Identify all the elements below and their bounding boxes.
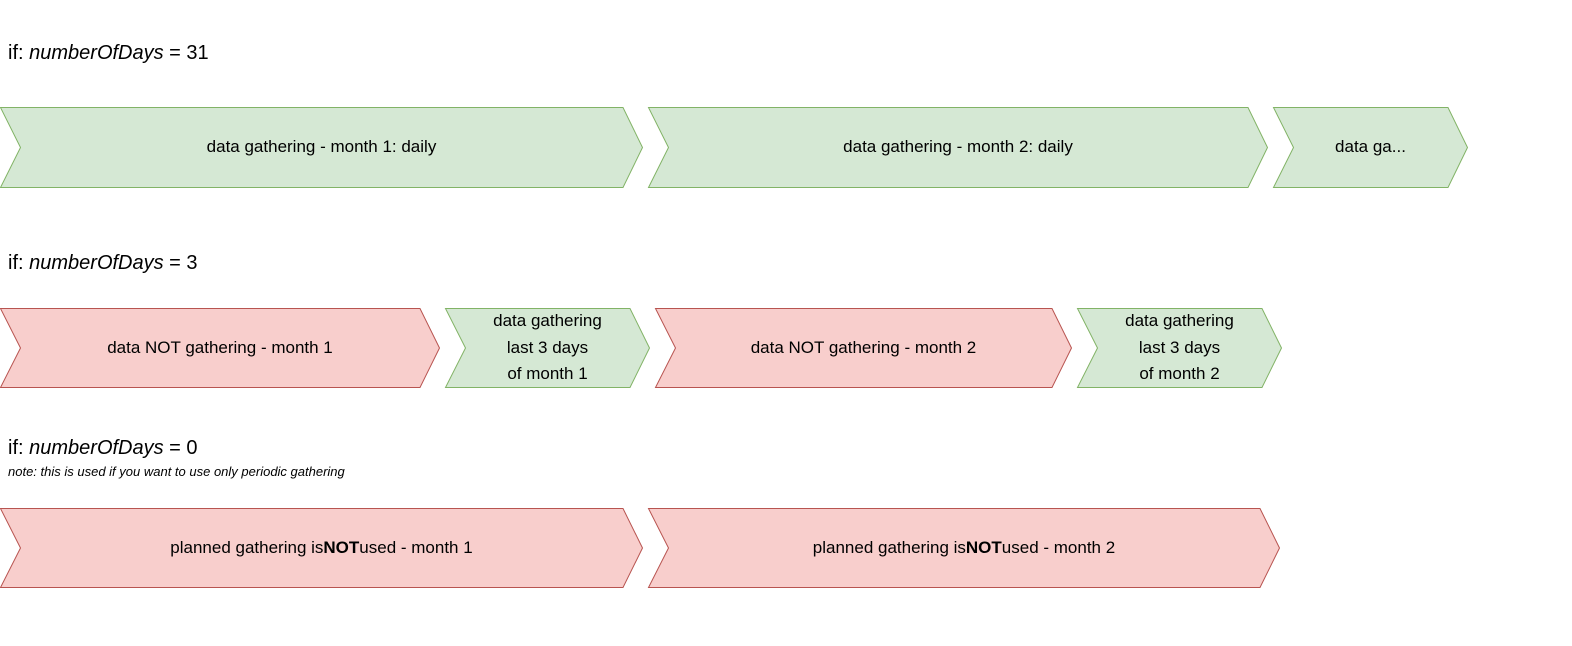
condition-prefix: if: xyxy=(8,437,30,459)
step-arrow-planned-not-used-month1: planned gathering is NOT used - month 1 xyxy=(0,508,644,588)
arrow-label: data gathering - month 1: daily xyxy=(206,137,437,157)
condition-suffix: = 0 xyxy=(163,437,198,459)
arrow-label: planned gathering is NOT used - month 2 xyxy=(648,508,1280,588)
arrow-label-prefix: planned gathering is xyxy=(170,537,324,557)
condition-suffix: = 31 xyxy=(163,42,209,64)
arrow-label: data gathering last 3 days of month 1 xyxy=(493,311,602,384)
condition-label-1: if: numberOfDays = 31 xyxy=(8,41,209,65)
arrow-label-prefix: planned gathering is xyxy=(812,537,966,557)
arrow-label: data gathering - month 2: daily xyxy=(843,137,1073,157)
condition-prefix: if: xyxy=(8,42,30,64)
step-arrow-shape xyxy=(647,508,1281,588)
arrow-label: data ga... xyxy=(1335,137,1406,157)
step-arrow-shape xyxy=(0,508,644,588)
step-arrow-gathering-month1-daily: data gathering - month 1: daily xyxy=(0,107,644,188)
step-arrow-shape xyxy=(654,308,1073,388)
step-arrow-shape xyxy=(0,308,441,388)
arrow-label: data NOT gathering - month 2 xyxy=(750,337,977,357)
arrow-label: planned gathering is NOT used - month 1 xyxy=(0,508,643,588)
condition-suffix: = 3 xyxy=(163,252,198,274)
step-arrow-shape xyxy=(0,107,644,188)
condition-variable: numberOfDays xyxy=(29,42,164,64)
arrow-label: data NOT gathering - month 1 xyxy=(107,337,333,357)
arrow-label-suffix: used - month 1 xyxy=(359,537,473,557)
step-arrow-planned-not-used-month2: planned gathering is NOT used - month 2 xyxy=(647,508,1281,588)
step-arrow-gathering-month2-daily: data gathering - month 2: daily xyxy=(647,107,1269,188)
condition-variable: numberOfDays xyxy=(29,252,164,274)
step-arrow-gathering-month3-truncated: data ga... xyxy=(1272,107,1469,188)
step-arrow-shape xyxy=(1272,107,1469,188)
arrow-label-bold: NOT xyxy=(323,537,360,557)
condition-label-2: if: numberOfDays = 3 xyxy=(8,251,198,275)
arrow-label: data gathering last 3 days of month 2 xyxy=(1125,311,1234,384)
arrow-label-suffix: used - month 2 xyxy=(1001,537,1116,557)
step-arrow-last3days-month1: data gathering last 3 days of month 1 xyxy=(444,308,651,388)
step-arrow-not-gathering-month2: data NOT gathering - month 2 xyxy=(654,308,1073,388)
condition-variable: numberOfDays xyxy=(29,437,164,459)
step-arrow-not-gathering-month1: data NOT gathering - month 1 xyxy=(0,308,441,388)
step-arrow-shape xyxy=(647,107,1269,188)
arrow-label-bold: NOT xyxy=(965,537,1002,557)
condition-prefix: if: xyxy=(8,252,30,274)
step-arrow-shape xyxy=(1076,308,1283,388)
note-label: note: this is used if you want to use on… xyxy=(8,464,345,479)
step-arrow-last3days-month2: data gathering last 3 days of month 2 xyxy=(1076,308,1283,388)
step-arrow-shape xyxy=(444,308,651,388)
condition-label-3: if: numberOfDays = 0 xyxy=(8,436,198,460)
